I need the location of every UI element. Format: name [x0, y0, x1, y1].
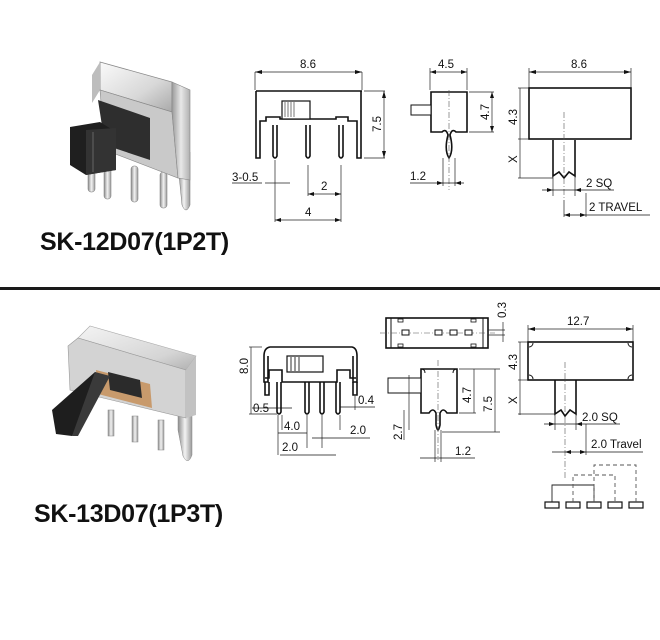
- dim-travel-label: 2.0 Travel: [591, 439, 642, 451]
- dim-top-height-label: 4.3: [508, 109, 520, 125]
- product-photo-sk-13d07: [52, 325, 197, 461]
- model-title: SK-13D07(1P3T): [34, 500, 223, 528]
- dim-width-label: 8.6: [300, 59, 316, 71]
- front-view-drawing-sk-12d07: 8.6 7.5 3-0.5 2 4: [232, 59, 386, 222]
- top-view-drawing-sk-12d07: 8.6 4.3 X 2 SQ 2 TRAVEL: [508, 59, 650, 217]
- circuit-connection: [593, 464, 637, 502]
- component-panel-sk-13d07: SK-13D07(1P3T) 8.0 0.5 0.4: [0, 290, 660, 640]
- circuit-terminal: [628, 501, 644, 509]
- front-view-drawing-sk-13d07: 8.0 0.5 0.4 4.0 2.0 2.0: [239, 346, 375, 456]
- dim-actuator-length-label: X: [508, 155, 520, 163]
- dim-outer-span-label: 4: [305, 207, 312, 219]
- section-divider: [0, 287, 660, 290]
- dim-pin-span-label: 4.0: [284, 421, 300, 433]
- dim-height-label: 8.0: [239, 358, 251, 374]
- dim-total-height-label: 7.5: [483, 396, 495, 412]
- dim-pin-pitch-a-label: 2.0: [350, 425, 366, 437]
- dim-body-height-label: 4.7: [462, 387, 474, 403]
- circuit-terminal: [586, 501, 602, 509]
- dim-height-label: 7.5: [372, 116, 384, 132]
- top-view-drawing-sk-13d07: 12.7 4.3 X 2.0 SQ 2.0 Travel: [508, 316, 643, 480]
- dim-top-width-label: 8.6: [571, 59, 587, 71]
- dim-side-width-label: 4.5: [438, 59, 454, 71]
- dim-travel-label: 2 TRAVEL: [589, 202, 643, 214]
- dim-actuator-size-label: 2.0 SQ: [582, 412, 618, 424]
- dim-top-width-label: 12.7: [567, 316, 589, 328]
- dim-pin-width-label: 0.5: [253, 403, 269, 415]
- dim-pin-width-label: 1.2: [455, 446, 471, 458]
- side-view-drawing-sk-12d07: 4.5 4.7 1.2: [410, 59, 494, 190]
- circuit-diagram-sk-13d07: [544, 464, 644, 509]
- dim-tab-width-label: 0.4: [358, 395, 375, 407]
- bottom-view-drawing-sk-13d07: 0.3: [380, 302, 509, 349]
- model-title: SK-12D07(1P2T): [40, 228, 229, 256]
- dim-actuator-size-label: 2 SQ: [586, 178, 612, 190]
- product-photo-sk-12d07: [70, 61, 191, 211]
- circuit-terminal: [607, 501, 623, 509]
- side-view-drawing-sk-13d07: 4.7 7.5 2.7 1.2: [387, 360, 500, 462]
- dim-actuator-offset-label: 2.7: [393, 424, 405, 440]
- circuit-terminal: [565, 501, 581, 509]
- component-panel-sk-12d07: SK-12D07(1P2T) 8.6 7.5 3-0.5: [0, 0, 660, 288]
- dim-pin-pitch-b-label: 2.0: [282, 442, 298, 454]
- dim-pin-pitch-label: 2: [321, 181, 327, 193]
- dim-top-height-label: 4.3: [508, 354, 520, 370]
- dim-actuator-length-label: X: [508, 396, 520, 404]
- dim-pin-offset-label: 3-0.5: [232, 172, 258, 184]
- dim-side-height-label: 4.7: [480, 104, 492, 120]
- dim-offset-label: 0.3: [497, 302, 509, 318]
- circuit-terminal: [544, 501, 560, 509]
- dim-pin-width-label: 1.2: [410, 171, 426, 183]
